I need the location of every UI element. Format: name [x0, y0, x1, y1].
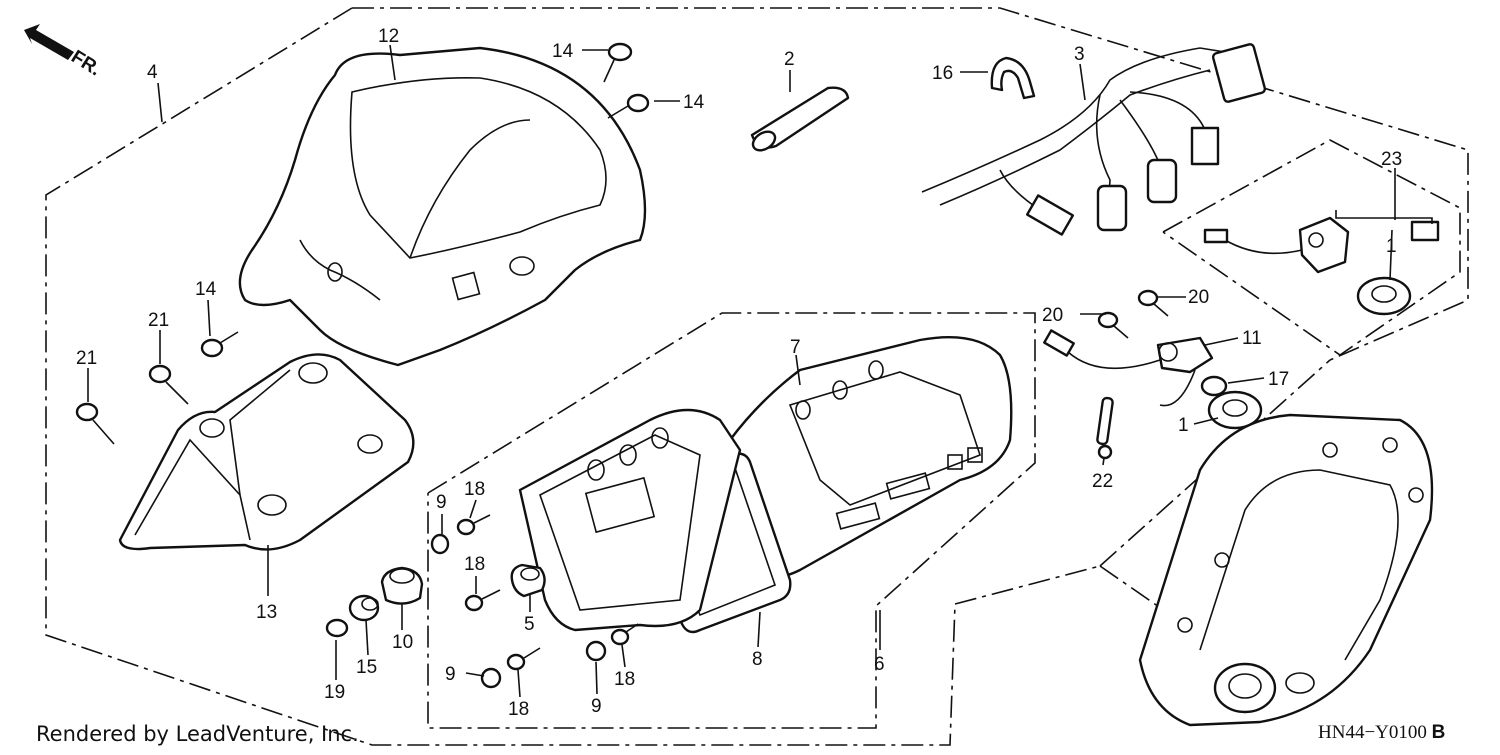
callout-2: 2 [784, 49, 795, 70]
diagram-code: HN44−Y0100 B [1318, 722, 1445, 744]
oring-17-part [1200, 375, 1228, 397]
grommet-10-part [380, 566, 424, 605]
callout-7: 7 [790, 337, 801, 358]
callout-3: 3 [1074, 44, 1085, 65]
callout-9-b: 9 [445, 664, 456, 685]
callout-6: 6 [874, 654, 885, 675]
callout-1-right: 1 [1386, 236, 1397, 257]
sensor-assembly-boundary [1162, 139, 1461, 356]
callout-20-b: 20 [1042, 305, 1063, 326]
callout-10: 10 [392, 632, 413, 653]
meter-body-part [518, 408, 742, 632]
leader-lines [87, 44, 1433, 698]
callout-4: 4 [147, 62, 158, 83]
render-credit: Rendered by LeadVenture, Inc. [36, 722, 359, 746]
nut-19-part [325, 618, 349, 638]
screw-14-mid [607, 93, 650, 119]
callout-18-a: 18 [464, 479, 485, 500]
callout-9-a: 9 [436, 492, 447, 513]
grommet-9-b [480, 667, 502, 689]
screw-18-b [464, 589, 501, 612]
callout-18-b: 18 [464, 554, 485, 575]
callout-21-b: 21 [76, 348, 97, 369]
clip-22-part [1096, 396, 1114, 460]
callout-13: 13 [256, 602, 277, 623]
callout-19: 19 [324, 682, 345, 703]
grommet-9-a [430, 533, 450, 555]
meter-assembly-boundary [427, 312, 1036, 729]
callout-14-top: 14 [552, 41, 574, 62]
callout-16: 16 [932, 63, 953, 84]
callout-15: 15 [356, 657, 377, 678]
front-direction-arrow [24, 24, 74, 60]
bolt-20-a [1137, 289, 1169, 317]
callout-14-mid: 14 [683, 92, 705, 113]
bolt-21-b [75, 402, 115, 445]
callout-14-left: 14 [195, 279, 217, 300]
grommet-1-center [1207, 390, 1263, 430]
callout-11: 11 [1242, 328, 1262, 349]
callout-22: 22 [1092, 471, 1113, 492]
meter-bracket-part [118, 353, 415, 551]
callout-8: 8 [752, 649, 763, 670]
meter-cover-part [238, 46, 647, 367]
collar-15-part [348, 594, 380, 622]
grommet-9-c [585, 640, 607, 662]
bulb-socket-5-part [510, 563, 546, 598]
screw-18-a [456, 514, 491, 536]
diagram-code-suffix: B [1431, 722, 1446, 743]
screw-14-top [603, 42, 633, 83]
sensor-11-part [1043, 329, 1214, 407]
callout-1-center: 1 [1178, 415, 1189, 436]
diagram-code-text: HN44−Y0100 [1318, 722, 1427, 743]
callout-18-d: 18 [614, 669, 635, 690]
grommet-1-right [1356, 276, 1412, 316]
screw-18-c [506, 647, 541, 671]
callout-21-a: 21 [148, 310, 169, 331]
callout-9-c: 9 [591, 696, 602, 717]
bolt-20-b [1097, 311, 1129, 339]
callout-20-a: 20 [1188, 287, 1209, 308]
bolt-21-a [148, 364, 189, 405]
screw-14-left [200, 331, 239, 358]
callout-23: 23 [1381, 149, 1402, 170]
callout-18-c: 18 [508, 699, 529, 720]
sensor-23-part [1203, 216, 1440, 274]
callout-12: 12 [378, 26, 399, 47]
cable-clamp-part [990, 56, 1036, 100]
wire-harness-part [921, 43, 1267, 236]
callout-5: 5 [524, 614, 535, 635]
callout-labels: 4 12 14 14 2 16 3 23 1 14 21 21 20 20 11… [76, 26, 1402, 720]
callout-17: 17 [1268, 369, 1289, 390]
screw-18-d [610, 623, 639, 646]
tube-part [750, 86, 850, 152]
engine-case-part [1138, 413, 1434, 727]
